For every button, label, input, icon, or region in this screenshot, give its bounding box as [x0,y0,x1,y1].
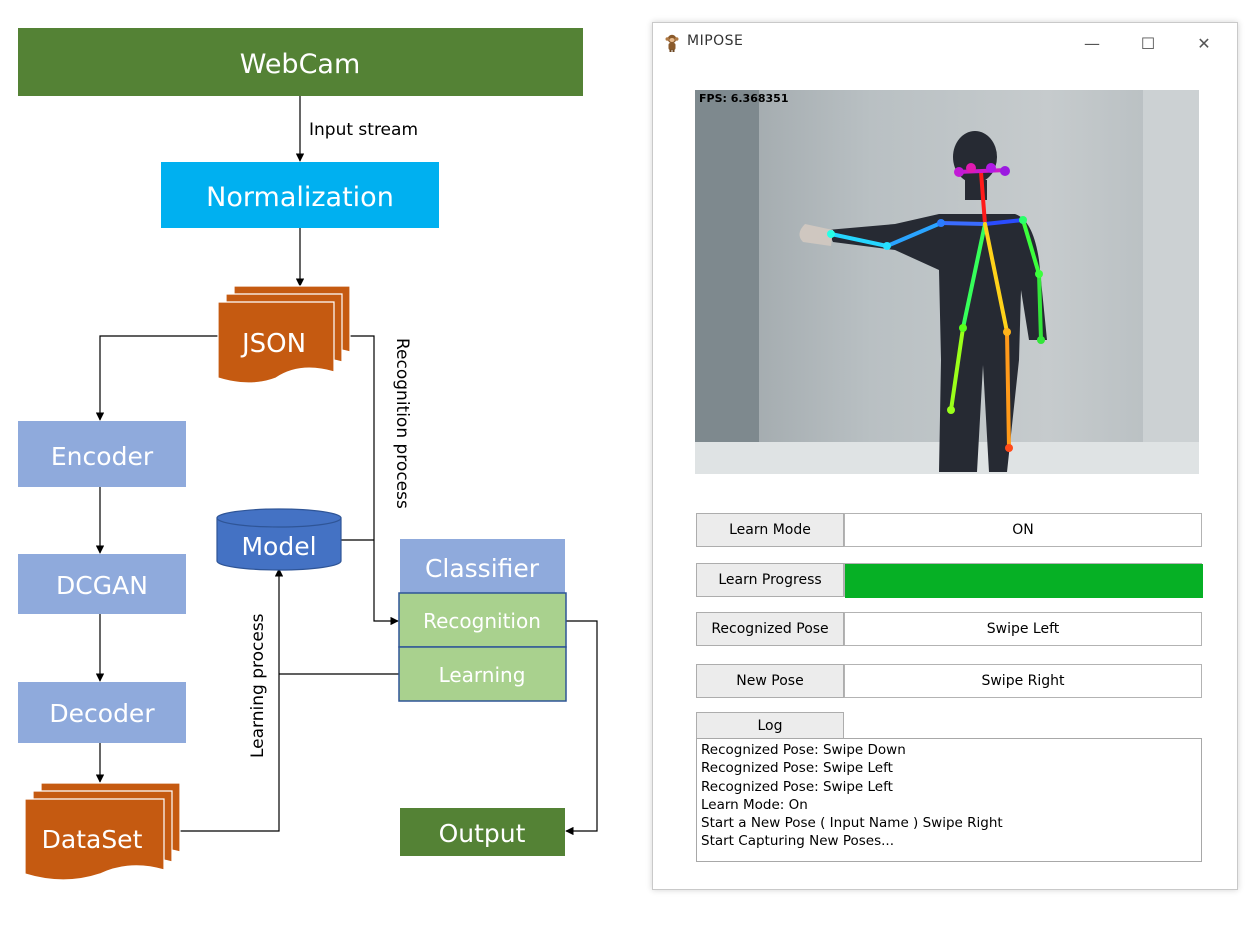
decoder-label: Decoder [49,699,155,728]
learn-progress-bar [844,563,1203,598]
recognized-pose-value: Swipe Left [986,621,1060,637]
recognition-box [398,592,567,648]
recognized-pose-button[interactable]: Recognized Pose [696,612,844,646]
encoder-box [18,421,186,487]
webcam-label: WebCam [240,49,361,80]
mipose-window: MIPOSE — ☐ ✕ [652,22,1238,890]
close-button[interactable]: ✕ [1181,23,1227,63]
output-label: Output [439,819,526,848]
arrow-json-recognition [349,335,399,626]
dataset-documents [24,782,181,881]
pose-keypoints [827,163,1045,452]
recognized-pose-field: Swipe Left [844,612,1202,646]
recognition-process-label: Recognition process [392,338,412,509]
minimize-icon: — [1084,33,1100,53]
learn-mode-value: ON [1012,522,1034,538]
learn-progress-button[interactable]: Learn Progress [696,563,844,597]
encoder-label: Encoder [51,442,154,471]
window-title: MIPOSE [687,33,744,49]
log-line: Recognized Pose: Swipe Left [701,778,893,795]
webcam-box [18,28,583,96]
log-button-label: Log [757,717,783,734]
pipeline-diagram: WebCam Input stream Normalization JSON R… [18,28,598,881]
new-pose-field[interactable]: Swipe Right [844,664,1202,698]
learning-label: Learning [439,663,526,687]
log-line: Recognized Pose: Swipe Down [701,742,906,758]
arrow-recognition-output [565,620,598,836]
learn-progress-fill [845,564,1203,598]
model-database [216,508,342,571]
log-button[interactable]: Log [696,712,844,739]
new-pose-value: Swipe Right [981,673,1065,689]
right-door [1143,90,1199,474]
camera-frame [695,90,1199,474]
pose-skeleton [829,168,1043,450]
left-wall-shadow [695,90,759,474]
learn-progress-button-label: Learn Progress [718,572,822,588]
dcgan-box [18,554,186,614]
dcgan-label: DCGAN [56,571,148,600]
recognition-label: Recognition [423,609,541,633]
log-line: Start a New Pose ( Input Name ) Swipe Ri… [701,815,1003,832]
normalization-label: Normalization [206,182,394,213]
dataset-label: DataSet [42,825,143,854]
input-stream-label: Input stream [309,120,418,140]
new-pose-button-label: New Pose [736,673,804,689]
json-label: JSON [240,329,306,359]
maximize-button[interactable]: ☐ [1125,23,1171,63]
learning-box [398,646,567,702]
log-line: Recognized Pose: Swipe Left [701,760,893,777]
json-documents [217,285,351,384]
title-bar[interactable]: MIPOSE — ☐ ✕ [653,23,1237,63]
output-box [400,808,565,856]
monkey-app-icon [665,34,679,52]
log-line: Start Capturing New Poses... [701,833,895,850]
log-textbox[interactable]: Recognized Pose: Swipe Down Recognized P… [696,738,1202,862]
new-pose-button[interactable]: New Pose [696,664,844,698]
recognized-pose-button-label: Recognized Pose [711,621,829,637]
minimize-button[interactable]: — [1069,23,1115,63]
model-label: Model [241,532,316,561]
learn-mode-button-label: Learn Mode [729,522,811,538]
close-icon: ✕ [1197,33,1211,53]
learn-mode-button[interactable]: Learn Mode [696,513,844,547]
classifier-box [400,539,565,593]
maximize-icon: ☐ [1140,33,1156,53]
camera-feed: FPS: 6.368351 [695,90,1199,474]
fps-readout: FPS: 6.368351 [699,92,789,105]
classifier-label: Classifier [425,554,540,583]
log-line: Learn Mode: On [701,796,808,813]
decoder-box [18,682,186,743]
arrow-json-encoder [95,335,218,421]
arrow-dataset-model [180,568,284,832]
learn-mode-field: ON [844,513,1202,547]
normalization-box [161,162,439,228]
learning-process-label: Learning process [248,613,268,758]
